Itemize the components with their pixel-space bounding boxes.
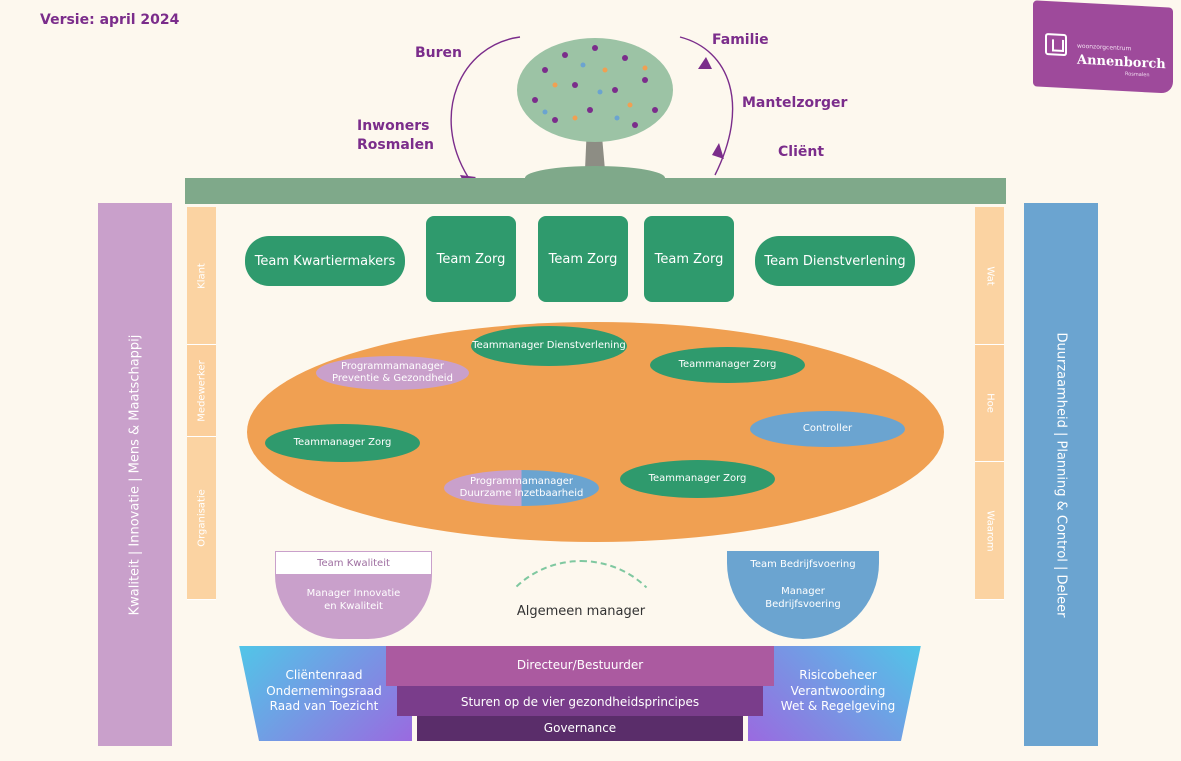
directeur-label: Directeur/Bestuurder bbox=[516, 658, 644, 672]
label-buren: Buren bbox=[415, 45, 463, 61]
band-organisatie: Organisatie bbox=[187, 437, 216, 600]
annenborch-logo: woonzorgcentrum Annenborch Rosmalen bbox=[1033, 0, 1173, 94]
oval-teammanager-dienstverlening: Teammanager Dienstverlening bbox=[471, 326, 627, 366]
algemeen-manager-arc bbox=[488, 560, 674, 740]
manager-bedrijfsvoering-label: Manager Bedrijfsvoering bbox=[765, 586, 841, 610]
band-medewerker: Medewerker bbox=[187, 345, 216, 437]
label-mantelzorger: Mantelzorger bbox=[742, 95, 848, 111]
ondernemingsraad-label: Ondernemingsraad bbox=[266, 683, 382, 698]
label-familie: Familie bbox=[712, 32, 769, 48]
bottom-right-list: Risicobeheer Verantwoording Wet & Regelg… bbox=[768, 668, 908, 715]
verantwoording-label: Verantwoording bbox=[790, 683, 886, 698]
logo-sub-text: Rosmalen bbox=[1125, 71, 1150, 79]
left-peach-bands: Klant Medewerker Organisatie bbox=[187, 207, 216, 600]
band-klant: Klant bbox=[187, 207, 216, 345]
oval-teammanager-zorg-1: Teammanager Zorg bbox=[650, 347, 805, 383]
oval-programmamanager-preventie: Programmamanager Preventie & Gezondheid bbox=[316, 356, 469, 390]
team-kwartiermakers: Team Kwartiermakers bbox=[245, 236, 405, 286]
oval-programmamanager-duurzaam: Programmamanager Duurzame Inzetbaarheid bbox=[444, 470, 599, 506]
team-zorg-2: Team Zorg bbox=[538, 216, 628, 302]
bottom-left-parallelogram bbox=[239, 646, 412, 741]
team-bedrijfsvoering-label: Team Bedrijfsvoering bbox=[750, 559, 856, 570]
kwaliteit-group: Team Kwaliteit Manager Innovatie en Kwal… bbox=[275, 551, 432, 639]
logo-name: Annenborch bbox=[1077, 52, 1166, 73]
governance-label: Governance bbox=[543, 721, 617, 735]
team-zorg-3: Team Zorg bbox=[644, 216, 734, 302]
right-bar-text: Duurzaamheid | Planning & Control | Dele… bbox=[1053, 332, 1069, 617]
algemeen-manager-label: Algemeen manager bbox=[516, 604, 646, 619]
wet-regelgeving-label: Wet & Regelgeving bbox=[780, 699, 896, 714]
bedrijfsvoering-group: Team Bedrijfsvoering Manager Bedrijfsvoe… bbox=[727, 551, 879, 639]
team-zorg-1: Team Zorg bbox=[426, 216, 516, 302]
oval-controller: Controller bbox=[750, 411, 905, 447]
arrow-up-icon bbox=[698, 57, 712, 69]
team-dienstverlening: Team Dienstverlening bbox=[755, 236, 915, 286]
label-rosmalen: Rosmalen bbox=[357, 137, 435, 153]
version-label: Versie: april 2024 bbox=[40, 12, 180, 28]
directeur-band bbox=[386, 646, 774, 686]
logo-small-text: woonzorgcentrum bbox=[1077, 42, 1132, 53]
label-client: Cliënt bbox=[778, 144, 825, 160]
manager-innovatie-box: Manager Innovatie en Kwaliteit bbox=[275, 575, 432, 639]
tree-illustration bbox=[517, 38, 673, 180]
oval-teammanager-zorg-2: Teammanager Zorg bbox=[265, 424, 420, 462]
grass-ground bbox=[185, 178, 1006, 204]
left-vertical-bar: Kwaliteit | Innovatie | Mens & Maatschap… bbox=[98, 203, 172, 746]
band-waarom: Waarom bbox=[975, 462, 1004, 600]
right-vertical-bar: Duurzaamheid | Planning & Control | Dele… bbox=[1024, 203, 1098, 746]
arrow-up-icon-2 bbox=[712, 143, 724, 159]
risicobeheer-label: Risicobeheer bbox=[799, 668, 877, 682]
team-kwaliteit-box: Team Kwaliteit bbox=[275, 551, 432, 575]
raad-van-toezicht-label: Raad van Toezicht bbox=[269, 699, 379, 714]
band-wat: Wat bbox=[975, 207, 1004, 345]
bottom-left-list: Cliëntenraad Ondernemingsraad Raad van T… bbox=[254, 668, 394, 715]
governance-section: Directeur/Bestuurder Sturen op de vier g… bbox=[232, 646, 928, 741]
right-peach-bands: Wat Hoe Waarom bbox=[975, 207, 1004, 600]
sturen-label: Sturen op de vier gezondheidsprincipes bbox=[460, 695, 700, 709]
bottom-right-parallelogram bbox=[748, 646, 921, 741]
label-inwoners: Inwoners bbox=[357, 118, 430, 134]
band-hoe: Hoe bbox=[975, 345, 1004, 462]
sturen-band bbox=[397, 686, 763, 716]
logo-house-icon bbox=[1045, 32, 1067, 57]
governance-band bbox=[417, 716, 743, 741]
left-bar-text: Kwaliteit | Innovatie | Mens & Maatschap… bbox=[127, 334, 143, 615]
oval-teammanager-zorg-3: Teammanager Zorg bbox=[620, 460, 775, 498]
cliëntenraad-label: Cliëntenraad bbox=[285, 668, 363, 682]
